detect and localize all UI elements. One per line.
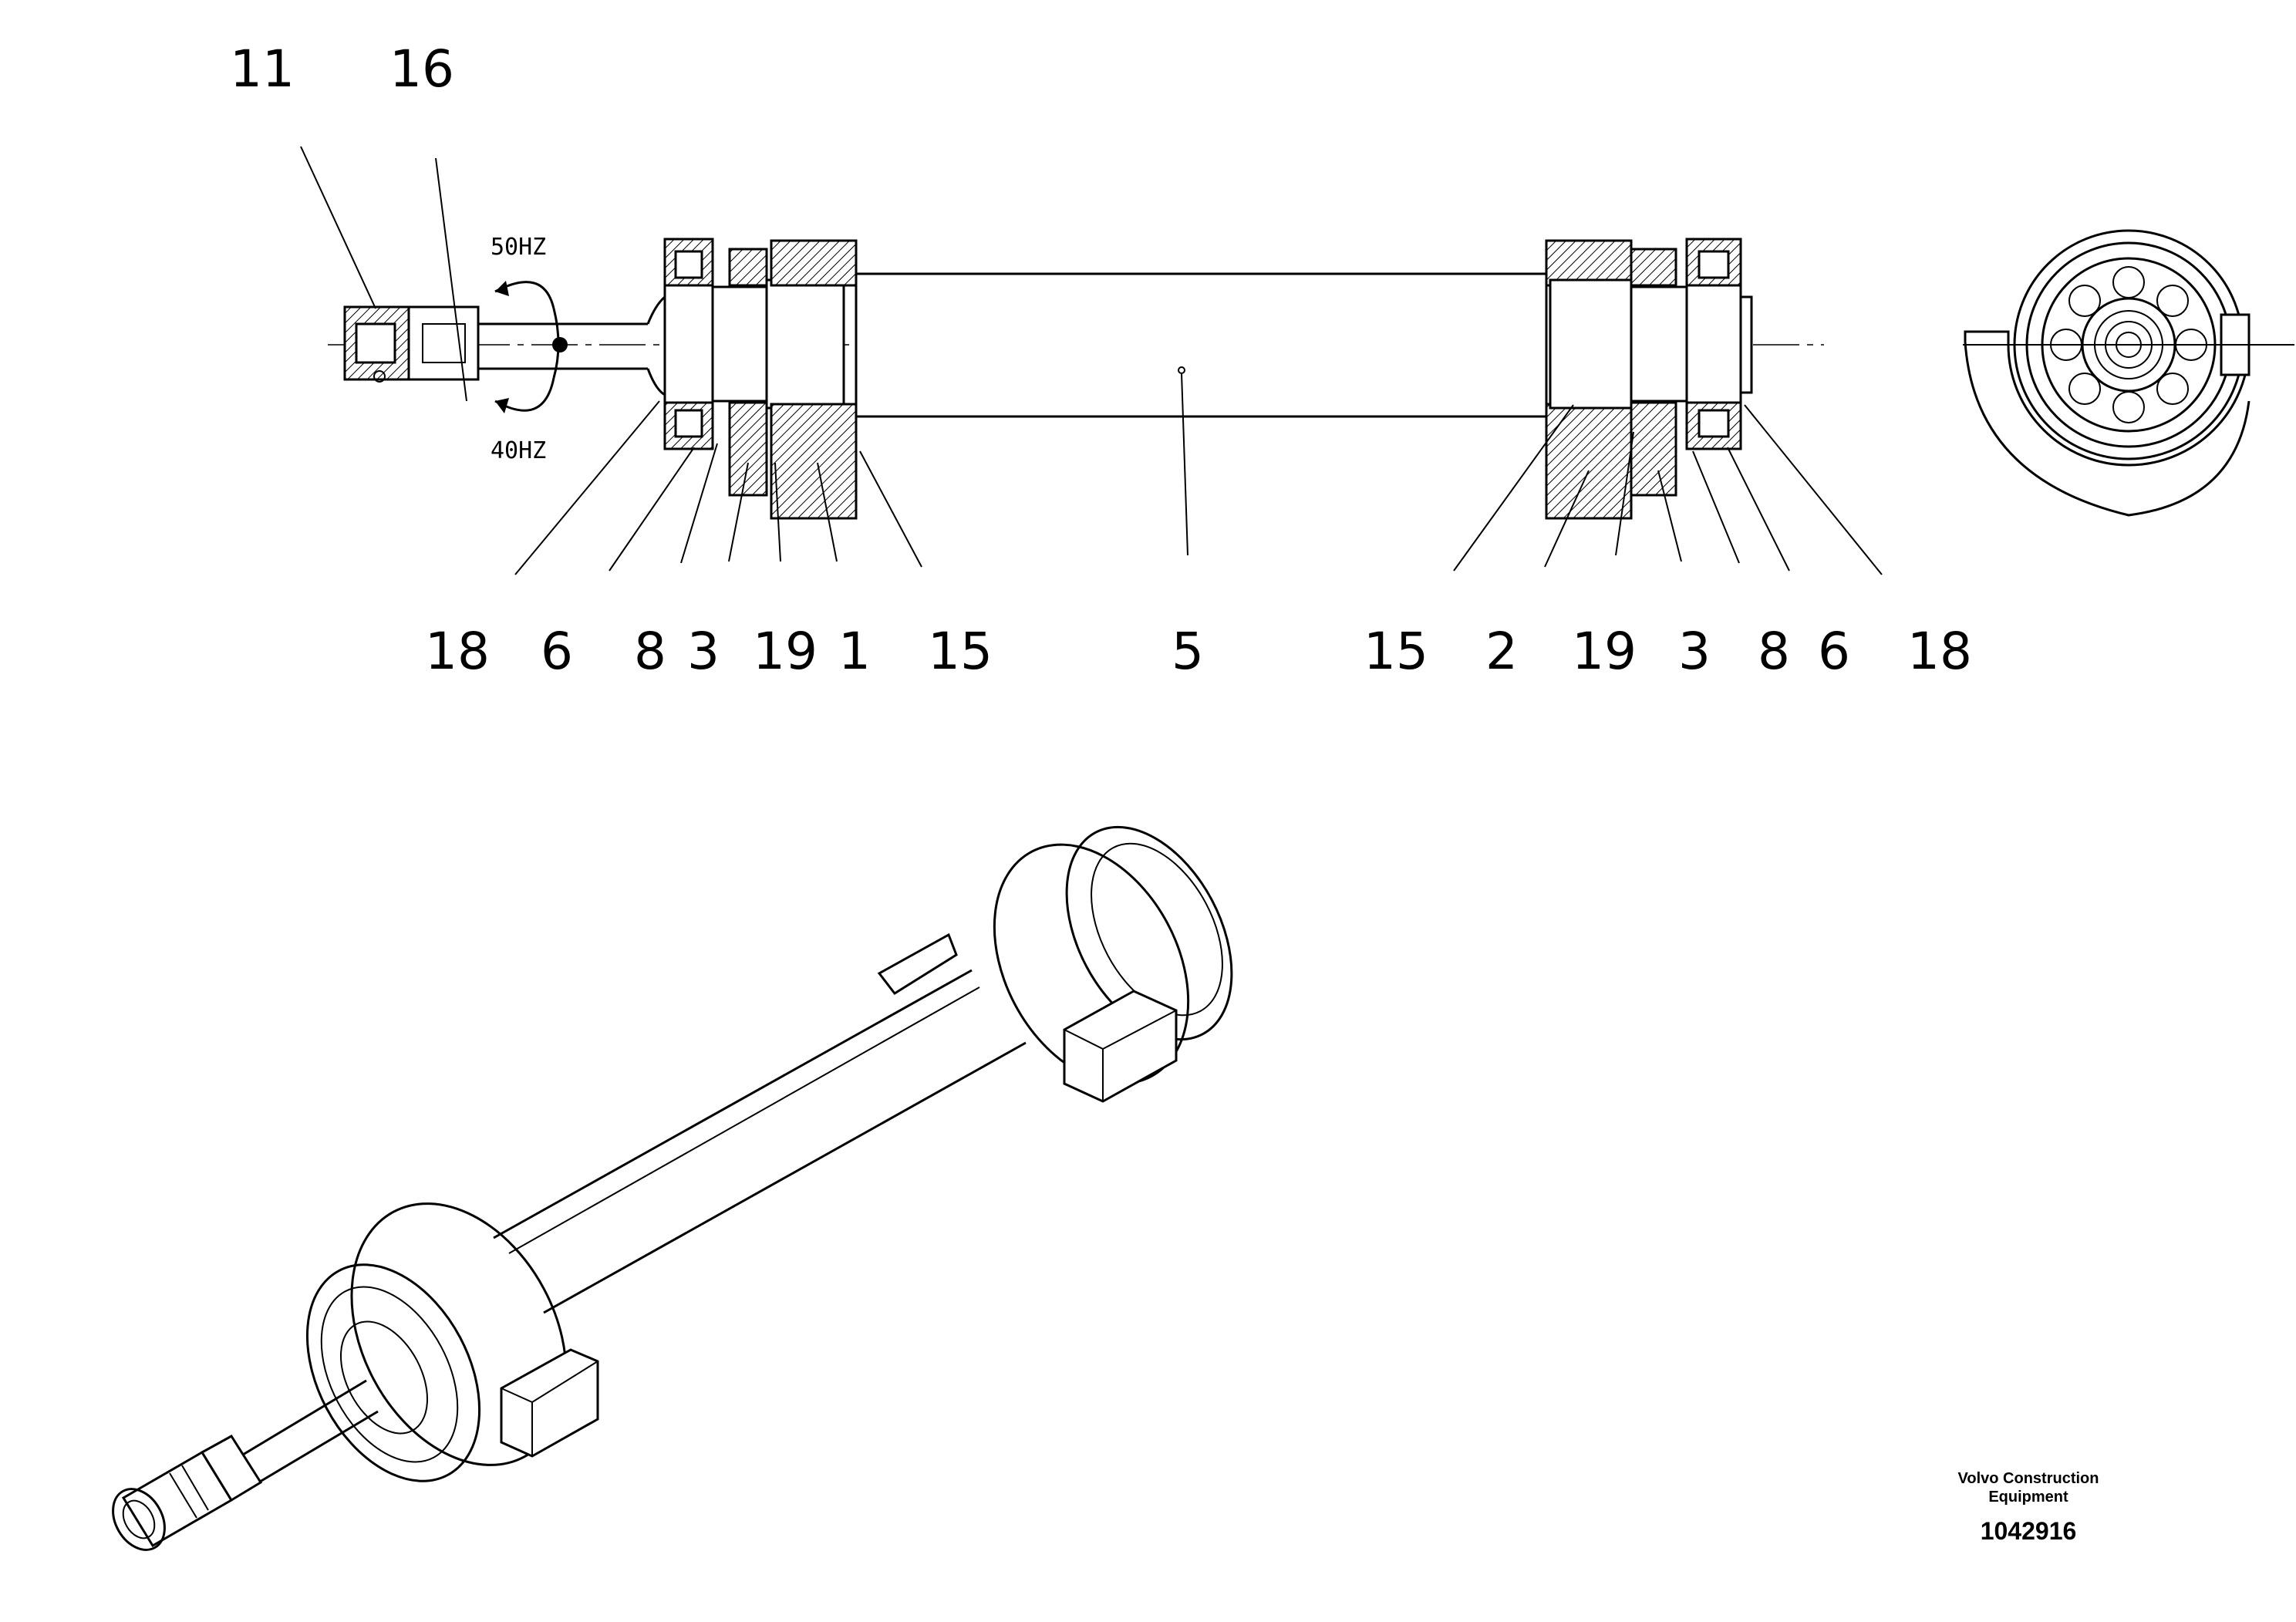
callout-label: 11 [230, 39, 295, 99]
main-shaft [855, 272, 1548, 418]
callout-label: 15 [928, 622, 993, 681]
callout-label: 2 [1485, 622, 1518, 681]
frequency-lower-label: 40HZ [491, 437, 546, 464]
leader-lines [300, 146, 1883, 575]
callout-label: 3 [1678, 622, 1711, 681]
end-view [1963, 229, 2294, 517]
company-name-line1: Volvo Construction [1957, 1470, 2099, 1487]
document-number: 1042916 [1980, 1517, 2077, 1545]
callout-label: 6 [1818, 622, 1850, 681]
left-bearing-assembly [663, 238, 858, 520]
right-bearing-assembly [1545, 238, 1753, 520]
callout-label: 19 [1572, 622, 1637, 681]
isometric-view [112, 825, 1233, 1551]
callout-label: 19 [753, 622, 818, 681]
callout-label: 15 [1364, 622, 1428, 681]
callout-label: 8 [1758, 622, 1790, 681]
section-view: 50HZ 40HZ [300, 146, 1883, 575]
company-name-line2: Equipment [1988, 1489, 2068, 1506]
callout-label: 18 [425, 622, 490, 681]
callout-labels: 11 16 18 6 8 3 19 1 15 5 15 2 19 3 8 6 1… [230, 39, 1972, 681]
coupling-part [343, 305, 480, 383]
callout-label: 3 [687, 622, 720, 681]
callout-label: 6 [541, 622, 573, 681]
callout-label: 18 [1907, 622, 1972, 681]
callout-label: 8 [634, 622, 666, 681]
drawing-caption: Volvo Construction Equipment 1042916 [1928, 1469, 2129, 1546]
callout-label: 16 [389, 39, 454, 99]
rotation-arrows: 50HZ 40HZ [491, 234, 560, 464]
callout-label: 1 [838, 622, 871, 681]
callout-label: 5 [1172, 622, 1204, 681]
shaft-end [478, 295, 666, 396]
frequency-upper-label: 50HZ [491, 234, 546, 261]
